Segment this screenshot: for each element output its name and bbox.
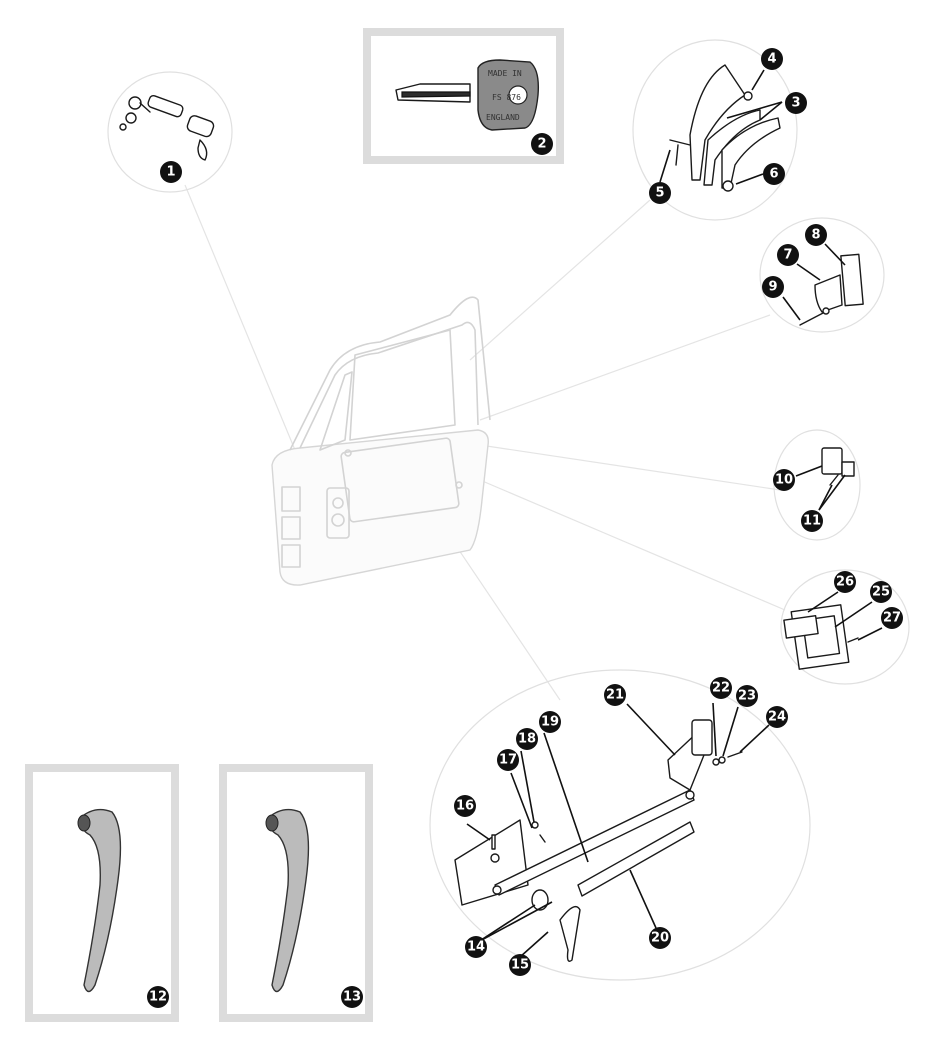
svg-text:23: 23 [738, 689, 756, 704]
svg-text:12: 12 [149, 990, 167, 1005]
remote-lever-parts [669, 64, 781, 192]
svg-text:19: 19 [541, 715, 559, 730]
lock-barrel-with-keys [119, 94, 215, 161]
callout-20: 20 [649, 927, 671, 949]
key-stamp-line1: MADE IN [488, 69, 522, 78]
callout-18: 18 [516, 728, 538, 750]
group-halos [107, 39, 910, 981]
svg-text:8: 8 [811, 228, 820, 243]
bracket-parts [821, 447, 855, 486]
svg-text:21: 21 [606, 688, 624, 703]
key-stamp-line3: ENGLAND [486, 113, 520, 122]
callout-15: 15 [509, 954, 531, 976]
callout-3: 3 [785, 92, 807, 114]
callout-25: 25 [870, 581, 892, 603]
svg-text:13: 13 [343, 990, 361, 1005]
door-handle-12 [25, 764, 179, 1022]
callout-14: 14 [465, 936, 487, 958]
svg-text:18: 18 [518, 732, 536, 747]
svg-text:16: 16 [456, 799, 474, 814]
callout-16: 16 [454, 795, 476, 817]
svg-text:15: 15 [511, 958, 529, 973]
latch-mechanism-parts [454, 719, 743, 962]
svg-text:22: 22 [712, 681, 730, 696]
callout-10: 10 [773, 469, 795, 491]
callout-arrows [466, 69, 883, 958]
svg-text:14: 14 [467, 940, 485, 955]
svg-text:25: 25 [872, 585, 890, 600]
svg-text:26: 26 [836, 575, 854, 590]
svg-text:24: 24 [768, 710, 786, 725]
svg-text:2: 2 [537, 137, 546, 152]
leader-lines [184, 184, 786, 701]
callout-23: 23 [736, 685, 758, 707]
callout-11: 11 [801, 510, 823, 532]
callout-13: 13 [341, 986, 363, 1008]
callout-19: 19 [539, 711, 561, 733]
callout-9: 9 [762, 276, 784, 298]
callout-2: 2 [531, 133, 553, 155]
callout-1: 1 [160, 161, 182, 183]
striker-plate-parts [799, 253, 864, 326]
svg-text:3: 3 [791, 96, 800, 111]
svg-text:6: 6 [769, 167, 778, 182]
callout-5: 5 [649, 182, 671, 204]
callout-12: 12 [147, 986, 169, 1008]
callout-8: 8 [805, 224, 827, 246]
door-shell [271, 296, 491, 586]
callout-21: 21 [604, 684, 626, 706]
callout-27: 27 [881, 607, 903, 629]
svg-text:11: 11 [803, 514, 821, 529]
svg-text:10: 10 [775, 473, 793, 488]
lock-plate-parts [783, 604, 859, 670]
door-handle-13 [219, 764, 373, 1022]
svg-text:5: 5 [655, 186, 664, 201]
svg-text:17: 17 [499, 753, 517, 768]
svg-text:7: 7 [783, 248, 792, 263]
callout-6: 6 [763, 163, 785, 185]
callout-17: 17 [497, 749, 519, 771]
callout-24: 24 [766, 706, 788, 728]
svg-text:27: 27 [883, 611, 901, 626]
callout-26: 26 [834, 571, 856, 593]
key-part: MADE IN FS 876 ENGLAND [363, 28, 564, 164]
svg-text:1: 1 [166, 165, 175, 180]
callout-4: 4 [761, 48, 783, 70]
key-stamp-line2: FS 876 [492, 93, 521, 102]
callout-badges: 1 2 3 4 5 6 7 8 9 10 11 12 13 14 15 16 1… [147, 48, 903, 1008]
svg-text:4: 4 [767, 52, 776, 67]
callout-7: 7 [777, 244, 799, 266]
svg-text:9: 9 [768, 280, 777, 295]
callout-22: 22 [710, 677, 732, 699]
svg-text:20: 20 [651, 931, 669, 946]
